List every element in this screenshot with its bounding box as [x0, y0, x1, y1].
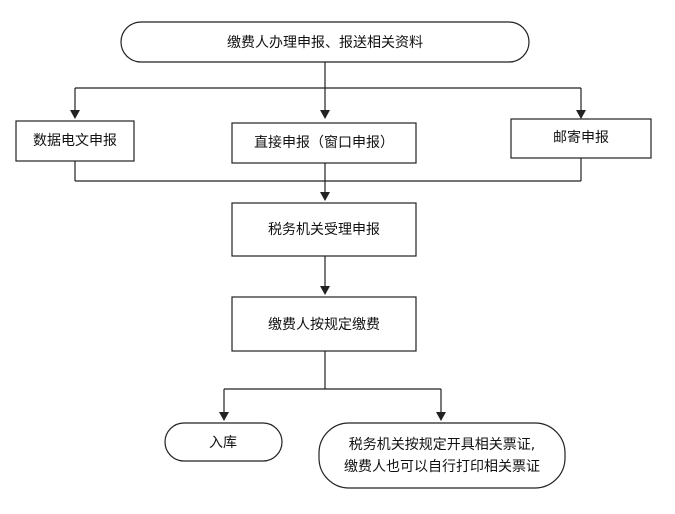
direct-node: [231, 122, 417, 164]
receipt-node-label-line2: 缴费人也可以自行打印相关票证: [344, 458, 540, 475]
start-node-label: 缴费人办理申报、报送相关资料: [227, 35, 423, 51]
storage-node: [164, 422, 283, 462]
electronic-node: [15, 120, 135, 162]
pay-node-label: 缴费人按规定缴费: [268, 317, 380, 333]
direct-node-label: 直接申报（窗口申报）: [254, 134, 394, 151]
accept-node: [231, 202, 417, 257]
mail-node-label: 邮寄申报: [553, 129, 609, 146]
storage-node-label: 入库: [209, 435, 237, 451]
receipt-node: [318, 422, 566, 489]
accept-node-label: 税务机关受理申报: [268, 222, 380, 238]
receipt-node-label-line1: 税务机关按规定开具相关票证,: [349, 437, 535, 453]
electronic-node-label: 数据电文申报: [33, 133, 117, 149]
pay-node: [231, 296, 417, 352]
mail-node: [510, 118, 652, 159]
